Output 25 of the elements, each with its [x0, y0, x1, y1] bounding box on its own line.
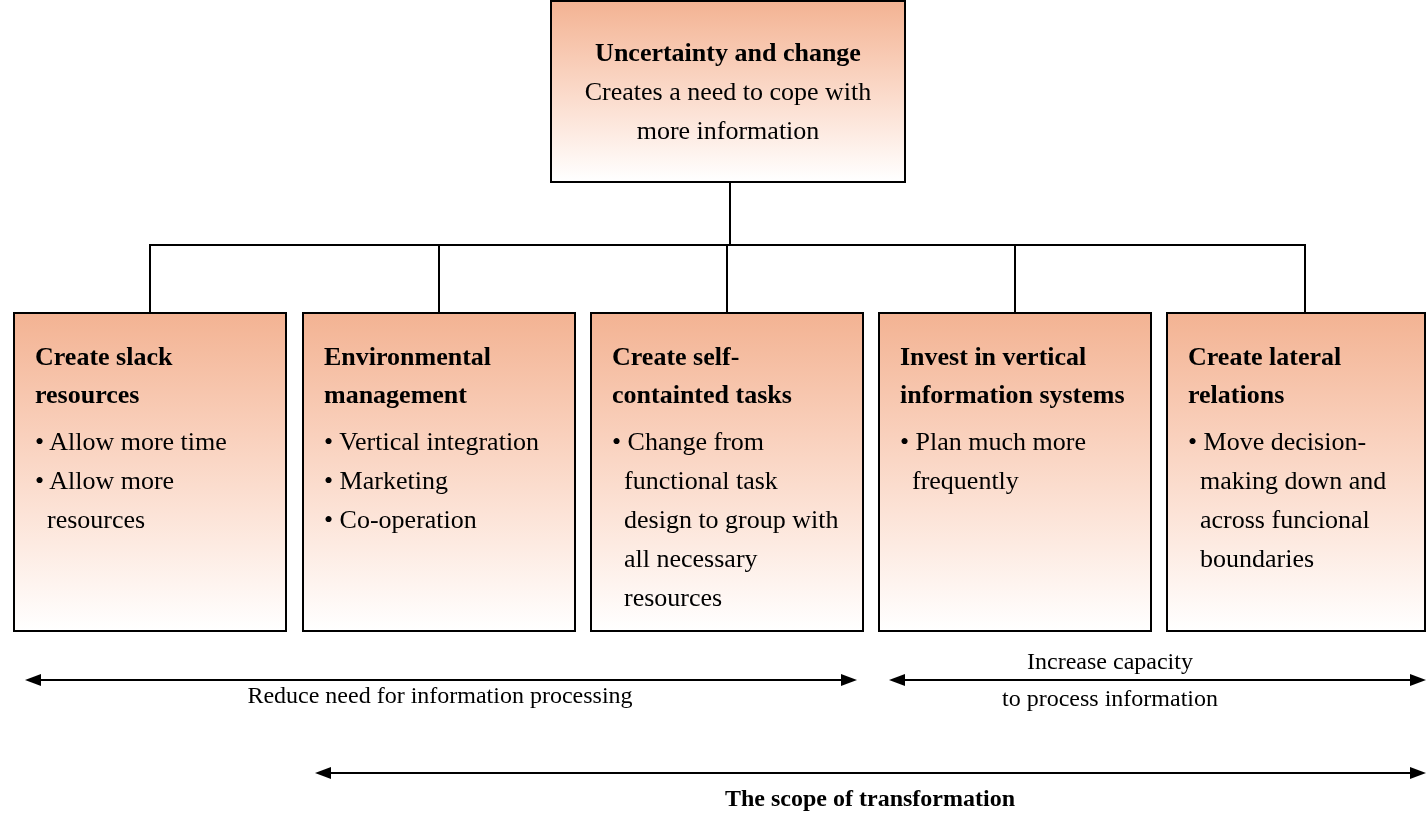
process-box: [13, 312, 287, 632]
box-heading: Invest in vertical information systems: [900, 341, 1126, 411]
box-heading: Environmental management: [324, 341, 493, 411]
process-box: [1166, 312, 1426, 632]
range-label: to process information: [1001, 684, 1219, 713]
process-box: [550, 0, 906, 183]
box-text: • Plan much more frequently: [900, 426, 1087, 497]
range-label: Increase capacity: [1026, 647, 1194, 676]
box-text: • Change from functional task design to group with all necessary resources: [612, 426, 840, 614]
box-text: • Move decision-making down and across funcional boundaries: [1188, 426, 1388, 575]
box-text: Creates a need to cope with more information: [583, 75, 873, 147]
box-text: • Allow more resources: [35, 465, 176, 536]
range-label: Reduce need for information processing: [246, 681, 634, 710]
box-heading: Uncertainty and change: [595, 36, 861, 69]
box-heading: Create self-containted tasks: [612, 341, 793, 411]
box-text: • Vertical integration: [324, 426, 541, 458]
box-heading: Create lateral relations: [1188, 341, 1343, 411]
process-box: [878, 312, 1152, 632]
box-text: • Marketing: [324, 465, 449, 497]
process-box: [590, 312, 864, 632]
box-text: • Co-operation: [324, 504, 478, 536]
process-box: [302, 312, 576, 632]
range-label: The scope of transformation: [724, 784, 1016, 813]
box-heading: Create slack resources: [35, 341, 174, 411]
box-text: • Allow more time: [35, 426, 228, 458]
